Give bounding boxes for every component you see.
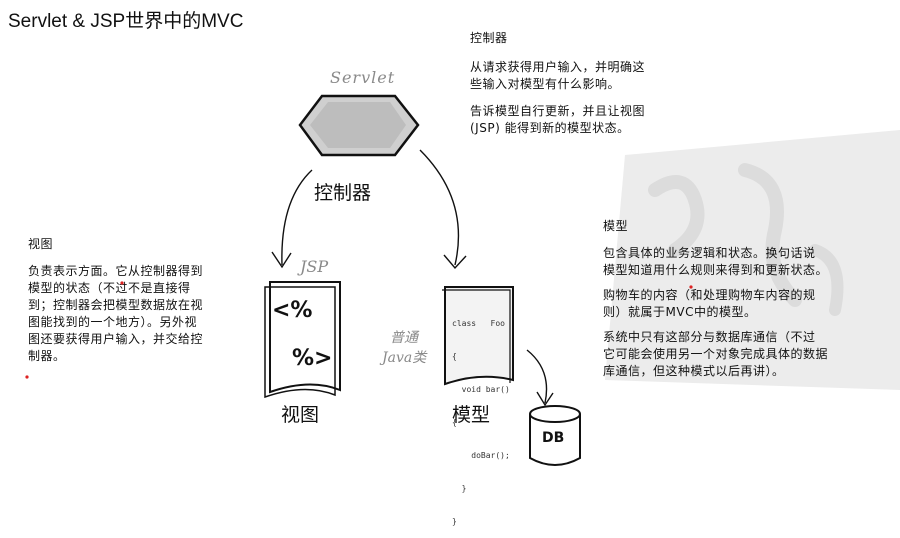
jsp-doc-bottom: %> bbox=[292, 346, 333, 371]
db-cylinder bbox=[529, 405, 581, 466]
jsp-label: JSP bbox=[300, 257, 329, 276]
view-text: 到；控制器会把模型数据放在视 bbox=[28, 298, 204, 312]
view-text: 制器。 bbox=[28, 349, 66, 363]
model-text: 库通信，但这种模式以后再讲）。 bbox=[603, 364, 785, 378]
controller-text: 从请求获得用户输入，并明确这 bbox=[470, 60, 646, 74]
code-line: { bbox=[452, 352, 457, 361]
model-text: 系统中只有这部分与数据库通信（不过 bbox=[603, 330, 816, 344]
view-text: 图还要获得用户输入，并交给控 bbox=[28, 332, 204, 346]
model-text: 则）就属于MVC中的模型。 bbox=[603, 305, 757, 319]
java-document bbox=[442, 286, 514, 386]
watermark-shape bbox=[605, 130, 900, 390]
jsp-document bbox=[264, 281, 341, 399]
model-text: 购物车的内容（和处理购物车内容的规 bbox=[603, 288, 816, 302]
code-line: { bbox=[452, 418, 457, 427]
view-text: 负责表示方面。它从控制器得到 bbox=[28, 264, 204, 278]
mvc-diagram bbox=[25, 94, 693, 466]
servlet-label: Servlet bbox=[330, 68, 396, 87]
jsp-doc-top: <% bbox=[272, 298, 313, 323]
controller-label: 控制器 bbox=[314, 182, 372, 204]
view-label: 视图 bbox=[281, 404, 320, 426]
controller-description: 控制器 从请求获得用户输入，并明确这 些输入对模型有什么影响。 告诉模型自行更新… bbox=[470, 30, 710, 137]
java-class-label-line: Java类 bbox=[382, 350, 427, 366]
model-heading: 模型 bbox=[603, 219, 629, 233]
code-line: doBar(); bbox=[452, 451, 510, 460]
controller-heading: 控制器 bbox=[470, 31, 508, 45]
arrow-to-view bbox=[281, 169, 313, 266]
arrow-to-db bbox=[526, 349, 548, 404]
model-text: 包含具体的业务逻辑和状态。换句话说 bbox=[603, 246, 816, 260]
code-line: void bar() bbox=[452, 385, 510, 394]
view-heading: 视图 bbox=[28, 237, 54, 251]
controller-text: 告诉模型自行更新，并且让视图 bbox=[470, 104, 646, 118]
db-label: DB bbox=[542, 430, 565, 446]
view-description: 视图 负责表示方面。它从控制器得到 模型的状态（不过不是直接得 到；控制器会把模… bbox=[28, 236, 268, 365]
controller-text: (JSP) 能得到新的模型状态。 bbox=[470, 121, 630, 135]
controller-text: 些输入对模型有什么影响。 bbox=[470, 77, 621, 91]
java-class-label-line: 普通 bbox=[390, 330, 418, 346]
java-class-label: 普通 Java类 bbox=[382, 328, 426, 368]
page-title: Servlet & JSP世界中的MVC bbox=[8, 11, 244, 32]
arrow-to-model bbox=[419, 149, 460, 266]
code-line: } bbox=[452, 484, 467, 493]
model-text: 模型知道用什么规则来得到和更新状态。 bbox=[603, 263, 829, 277]
model-text: 它可能会使用另一个对象完成具体的数据 bbox=[603, 347, 829, 361]
code-line: } bbox=[452, 517, 457, 526]
view-text: 图能找到的一个地方）。另外视 bbox=[28, 315, 198, 329]
code-line: class Foo bbox=[452, 319, 505, 328]
model-label: 模型 bbox=[452, 404, 491, 426]
model-description: 模型 包含具体的业务逻辑和状态。换句话说 模型知道用什么规则来得到和更新状态。 … bbox=[603, 218, 893, 380]
view-text: 模型的状态（不过不是直接得 bbox=[28, 281, 191, 295]
